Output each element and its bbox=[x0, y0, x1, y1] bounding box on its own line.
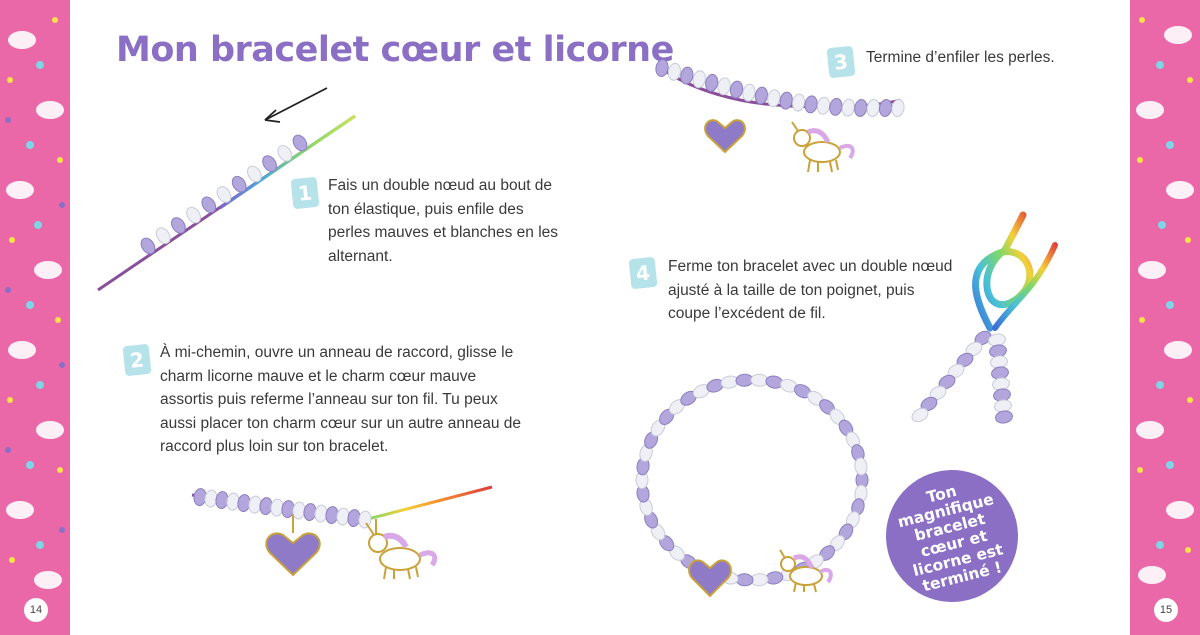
bead bbox=[358, 510, 372, 529]
bead bbox=[911, 407, 929, 423]
bead bbox=[792, 93, 806, 112]
step1-illustration bbox=[97, 87, 356, 292]
step2-illustration bbox=[191, 485, 493, 580]
bead bbox=[829, 97, 843, 116]
unicorn-charm-icon bbox=[779, 549, 833, 593]
bead bbox=[680, 66, 694, 85]
step-1-text: Fais un double nœud au bout de ton élast… bbox=[328, 177, 559, 265]
step-4-text: Ferme ton bracelet avec un double nœud a… bbox=[668, 258, 953, 322]
step-number-4: 4 bbox=[628, 256, 658, 290]
unicorn-charm-icon bbox=[791, 121, 855, 173]
bead bbox=[866, 99, 880, 117]
unicorn-pattern-border-left bbox=[0, 0, 70, 635]
completion-badge-text: Ton magnifique bracelet cœur et licorne … bbox=[895, 481, 1005, 596]
bead bbox=[767, 89, 781, 108]
step-number-1: 1 bbox=[290, 176, 320, 210]
finished-bracelet-illustration bbox=[635, 373, 869, 598]
unicorn-pattern bbox=[5, 17, 65, 589]
bead bbox=[841, 98, 855, 117]
bead bbox=[995, 410, 1013, 424]
page-number-left: 14 bbox=[24, 598, 48, 622]
bead bbox=[277, 144, 293, 162]
bead bbox=[201, 196, 217, 214]
bead bbox=[655, 59, 669, 77]
bead bbox=[854, 457, 868, 476]
bead bbox=[140, 237, 156, 255]
bead bbox=[292, 134, 308, 152]
knot-illustration bbox=[911, 211, 1058, 424]
bead bbox=[231, 175, 247, 193]
unicorn-pattern-border-right bbox=[1130, 0, 1200, 635]
bead bbox=[705, 73, 719, 92]
step3-illustration bbox=[655, 59, 924, 173]
bead bbox=[816, 96, 831, 115]
bead bbox=[754, 86, 768, 105]
bead bbox=[804, 95, 818, 114]
bead bbox=[216, 186, 232, 203]
bead bbox=[186, 206, 201, 224]
unicorn-pattern bbox=[1136, 17, 1194, 584]
bead bbox=[891, 99, 905, 117]
page-number-right: 15 bbox=[1154, 598, 1178, 622]
bead bbox=[667, 62, 682, 81]
bead bbox=[717, 77, 731, 96]
bead bbox=[171, 217, 186, 234]
step-3-text: Termine d’enfiler les perles. bbox=[866, 49, 1055, 66]
page-title: Mon bracelet cœur et licorne bbox=[116, 30, 674, 70]
bead bbox=[729, 80, 744, 99]
unicorn-charm-icon bbox=[365, 522, 438, 580]
bead bbox=[692, 70, 706, 89]
bead bbox=[247, 165, 262, 183]
bead bbox=[742, 83, 756, 102]
step-2-text: À mi-chemin, ouvre un anneau de raccord,… bbox=[160, 344, 521, 455]
bead bbox=[262, 155, 277, 172]
bead bbox=[155, 227, 171, 245]
heart-charm-icon bbox=[265, 532, 321, 577]
bead bbox=[854, 99, 868, 117]
heart-charm-icon bbox=[704, 119, 746, 154]
heart-charm-icon bbox=[688, 559, 732, 598]
completion-badge: Ton magnifique bracelet cœur et licorne … bbox=[871, 455, 1033, 617]
bead bbox=[779, 91, 793, 110]
step-number-2: 2 bbox=[122, 343, 152, 377]
